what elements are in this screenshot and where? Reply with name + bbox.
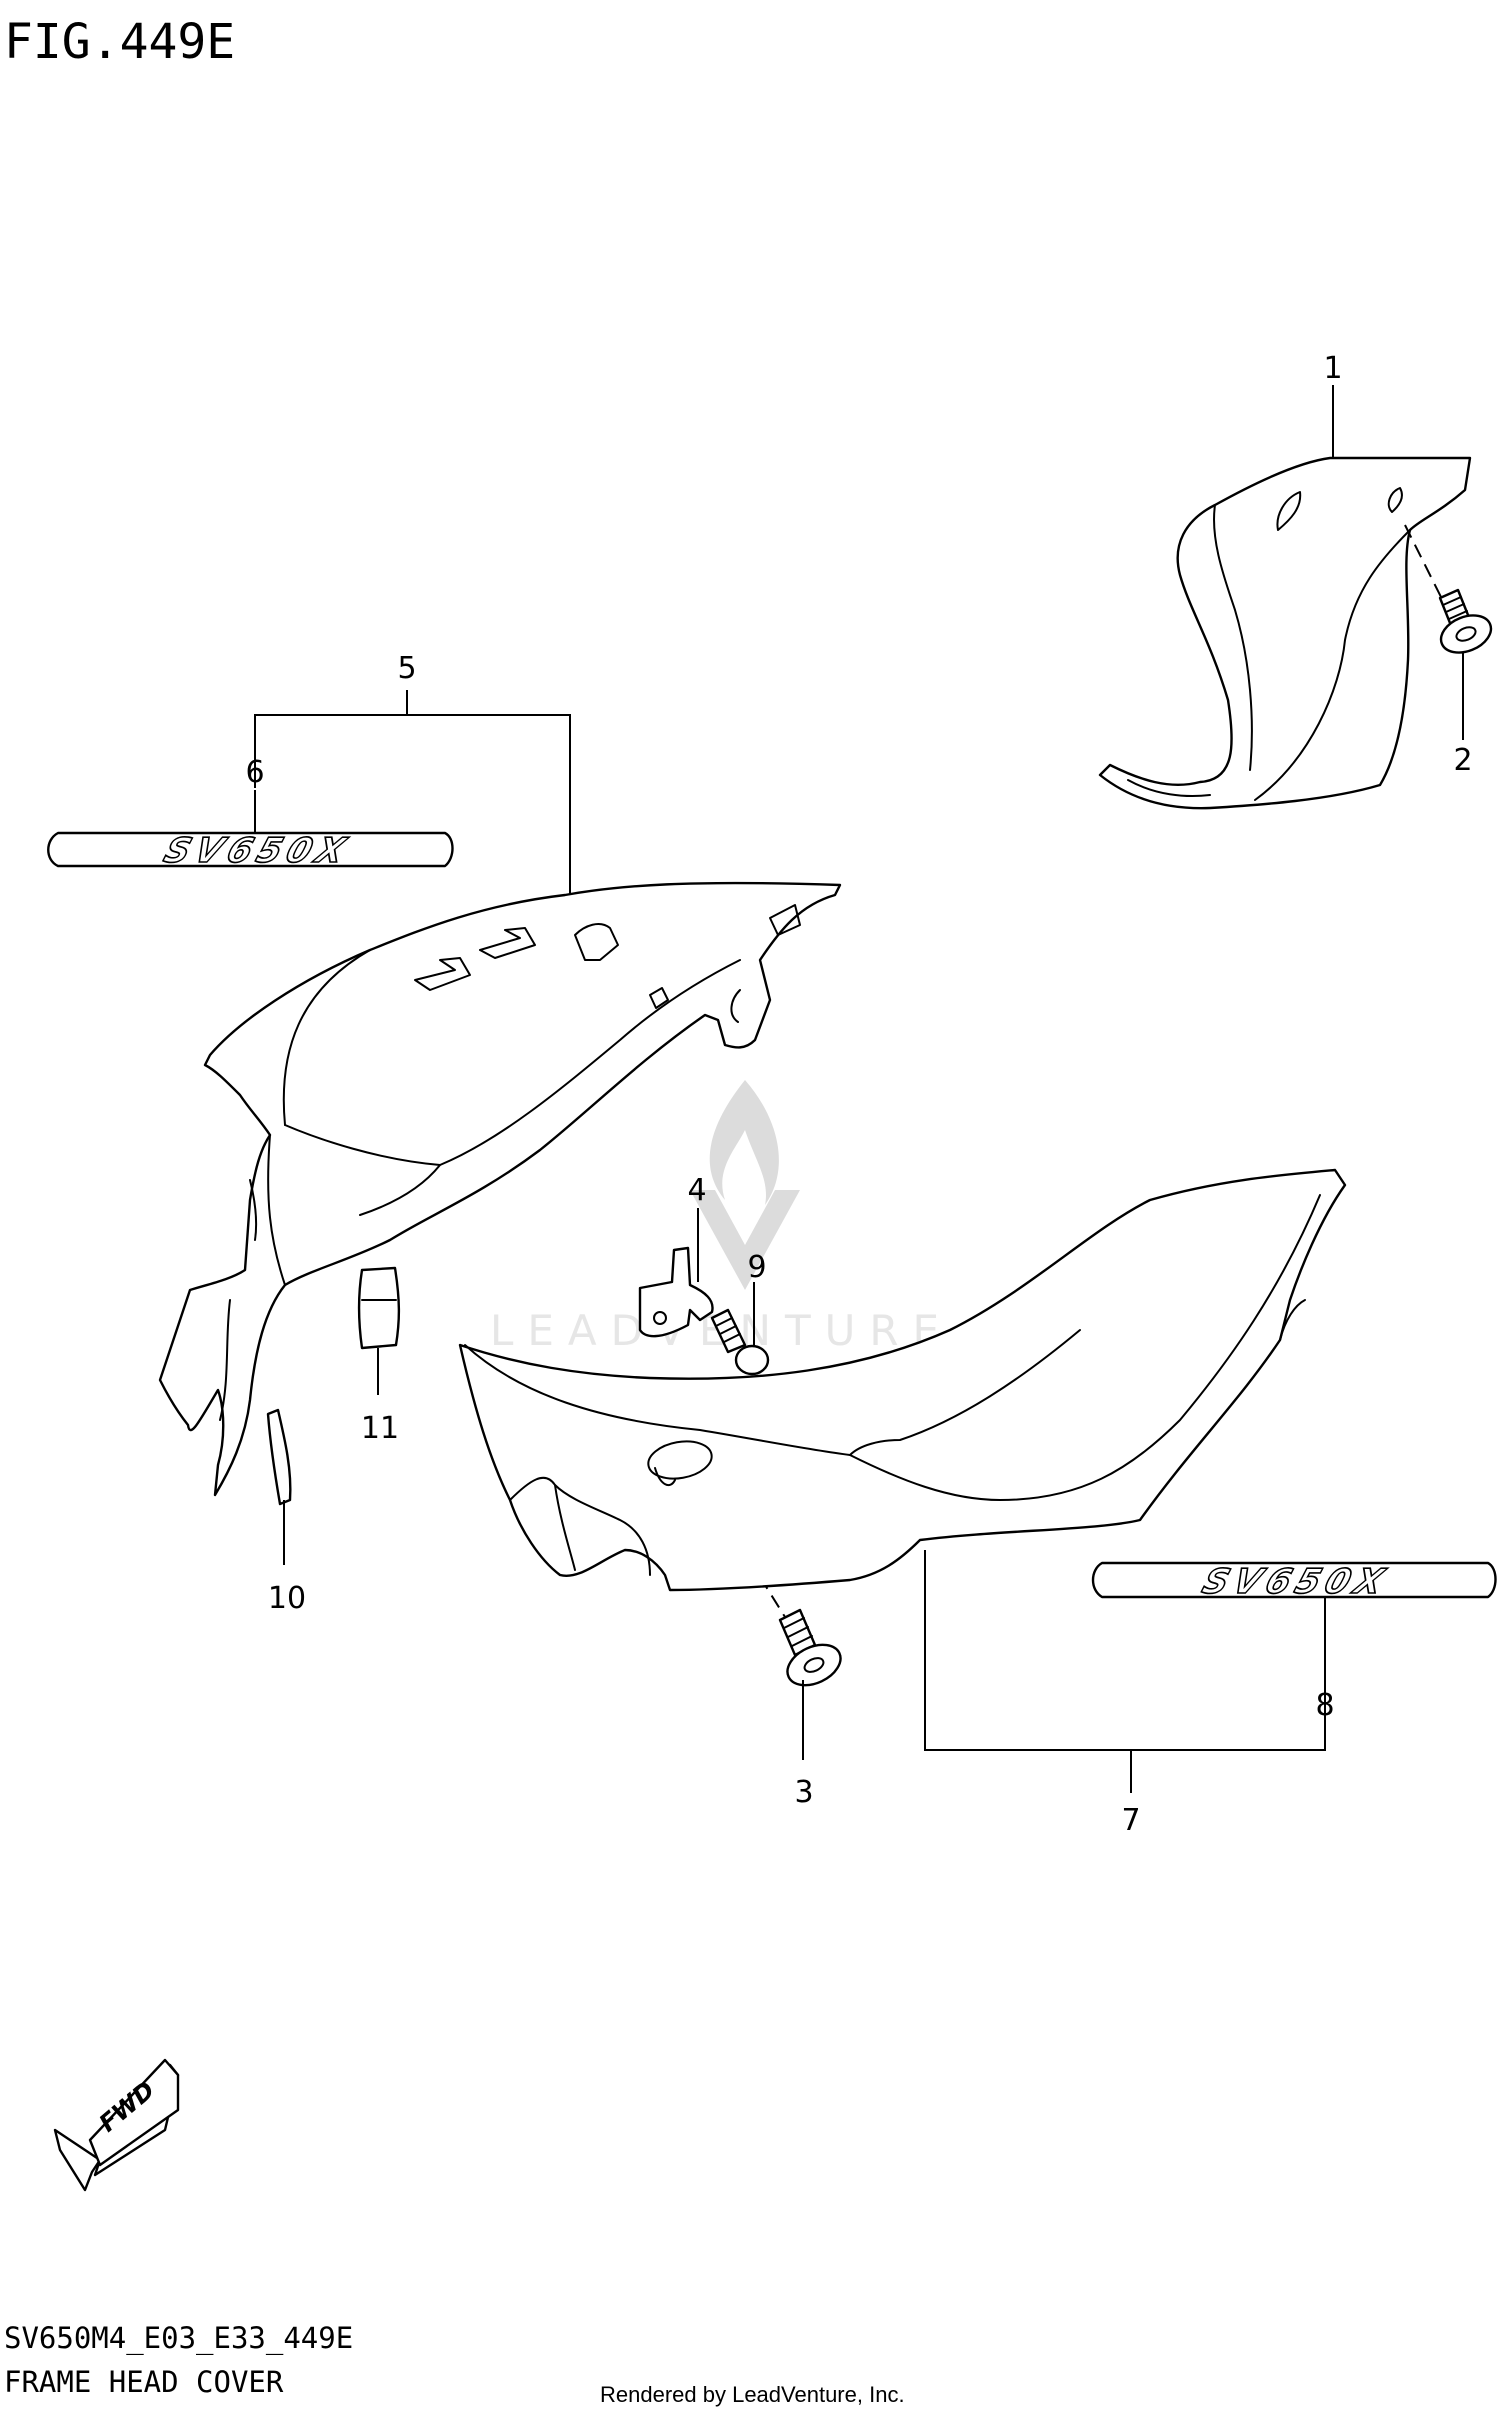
part-2-screw[interactable] <box>1404 524 1496 660</box>
part-5-cover-left[interactable] <box>158 881 842 1497</box>
part-6-emblem[interactable]: SV650X <box>47 831 454 872</box>
callout-10: 10 <box>268 1581 306 1616</box>
part-10-pad[interactable] <box>266 1408 292 1565</box>
footer-credit: Rendered by LeadVenture, Inc. <box>600 2382 905 2407</box>
footer-model-code: SV650M4_E03_E33_449E <box>4 2321 353 2356</box>
callout-5: 5 <box>397 651 416 686</box>
fwd-direction-arrow: FWD <box>53 2058 180 2192</box>
callout-3: 3 <box>794 1775 813 1810</box>
callout-4: 4 <box>687 1173 706 1208</box>
watermark-logo: LEADVENTURE <box>490 1080 953 1355</box>
callout-2: 2 <box>1453 743 1472 778</box>
callout-11: 11 <box>361 1411 399 1446</box>
callout-6: 6 <box>245 755 264 790</box>
part-9-screw[interactable] <box>710 1282 770 1376</box>
callout-9: 9 <box>747 1250 766 1285</box>
watermark-text: LEADVENTURE <box>490 1306 953 1355</box>
callout-8: 8 <box>1315 1688 1334 1723</box>
part-7-cover-right[interactable] <box>458 1168 1347 1592</box>
leader-lines <box>254 385 1464 1793</box>
part-1-frame-head-cover[interactable] <box>1098 456 1472 810</box>
callout-1: 1 <box>1323 351 1342 386</box>
part-8-emblem[interactable]: SV650X <box>1091 1561 1497 1603</box>
footer-section-name: FRAME HEAD COVER <box>4 2365 284 2399</box>
part-4-bracket[interactable] <box>638 1246 714 1338</box>
figure-title: FIG.449E <box>4 14 235 70</box>
part-11-cushion[interactable] <box>357 1266 401 1395</box>
callout-7: 7 <box>1121 1803 1140 1838</box>
emblem-6-text: SV650X <box>159 832 356 871</box>
emblem-8-text: SV650X <box>1198 1563 1395 1602</box>
